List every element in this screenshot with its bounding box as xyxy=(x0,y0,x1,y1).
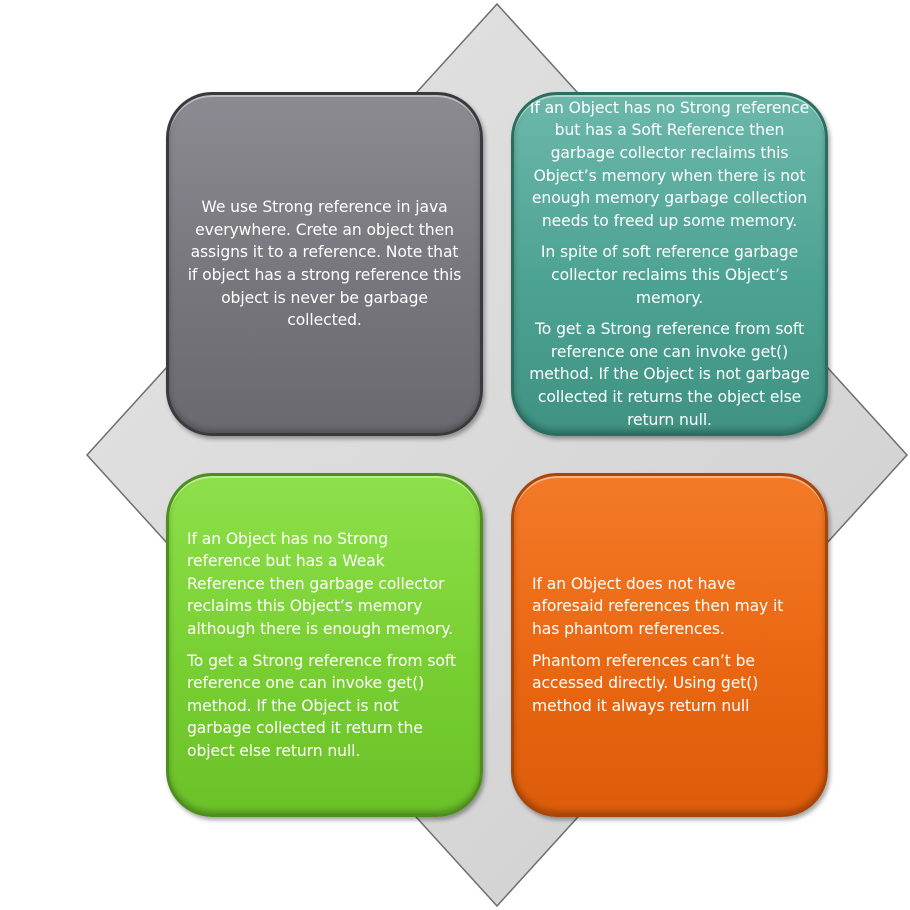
soft-reference-text-2: In spite of soft reference garbage colle… xyxy=(540,243,799,307)
weak-reference-text-1: If an Object has no Strong reference but… xyxy=(187,529,453,638)
phantom-reference-text-1: If an Object does not have aforesaid ref… xyxy=(532,574,784,638)
strong-reference-text: We use Strong reference in java everywhe… xyxy=(187,198,462,330)
phantom-reference-box: If an Object does not have aforesaid ref… xyxy=(511,473,828,817)
weak-reference-box: If an Object has no Strong reference but… xyxy=(166,473,483,817)
strong-reference-box: We use Strong reference in java everywhe… xyxy=(166,92,483,436)
phantom-reference-text-2: Phantom references can’t be accessed dir… xyxy=(532,651,759,715)
weak-reference-text-2: To get a Strong reference from soft refe… xyxy=(187,651,456,760)
soft-reference-box: If an Object has no Strong reference but… xyxy=(511,92,828,436)
soft-reference-text-3: To get a Strong reference from soft refe… xyxy=(529,320,810,429)
soft-reference-text-1: If an Object has no Strong reference but… xyxy=(529,98,810,230)
